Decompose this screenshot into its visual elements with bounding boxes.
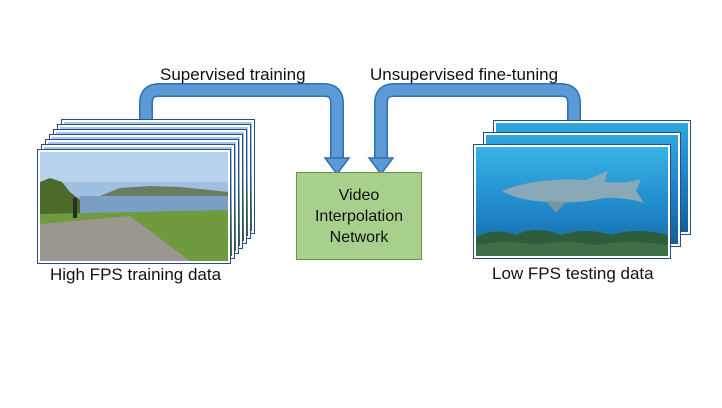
low-fps-label: Low FPS testing data xyxy=(492,264,654,283)
network-box-line-2: Interpolation xyxy=(314,207,404,225)
unsupervised-arrowhead xyxy=(367,157,395,176)
shark-scene-image xyxy=(476,147,668,256)
network-box-line-3: Network xyxy=(329,228,389,246)
unsupervised-fine-tuning-label: Unsupervised fine-tuning xyxy=(370,65,559,84)
path-scene-image xyxy=(40,152,228,261)
low-fps-front-frame xyxy=(474,145,670,258)
high-fps-front-frame xyxy=(38,150,230,263)
high-fps-label: High FPS training data xyxy=(50,265,222,284)
supervised-training-label: Supervised training xyxy=(160,65,306,84)
supervised-arrowhead xyxy=(323,157,351,176)
video-interpolation-network-box: Video Interpolation Network xyxy=(296,172,422,260)
network-box-line-1: Video xyxy=(338,186,380,204)
